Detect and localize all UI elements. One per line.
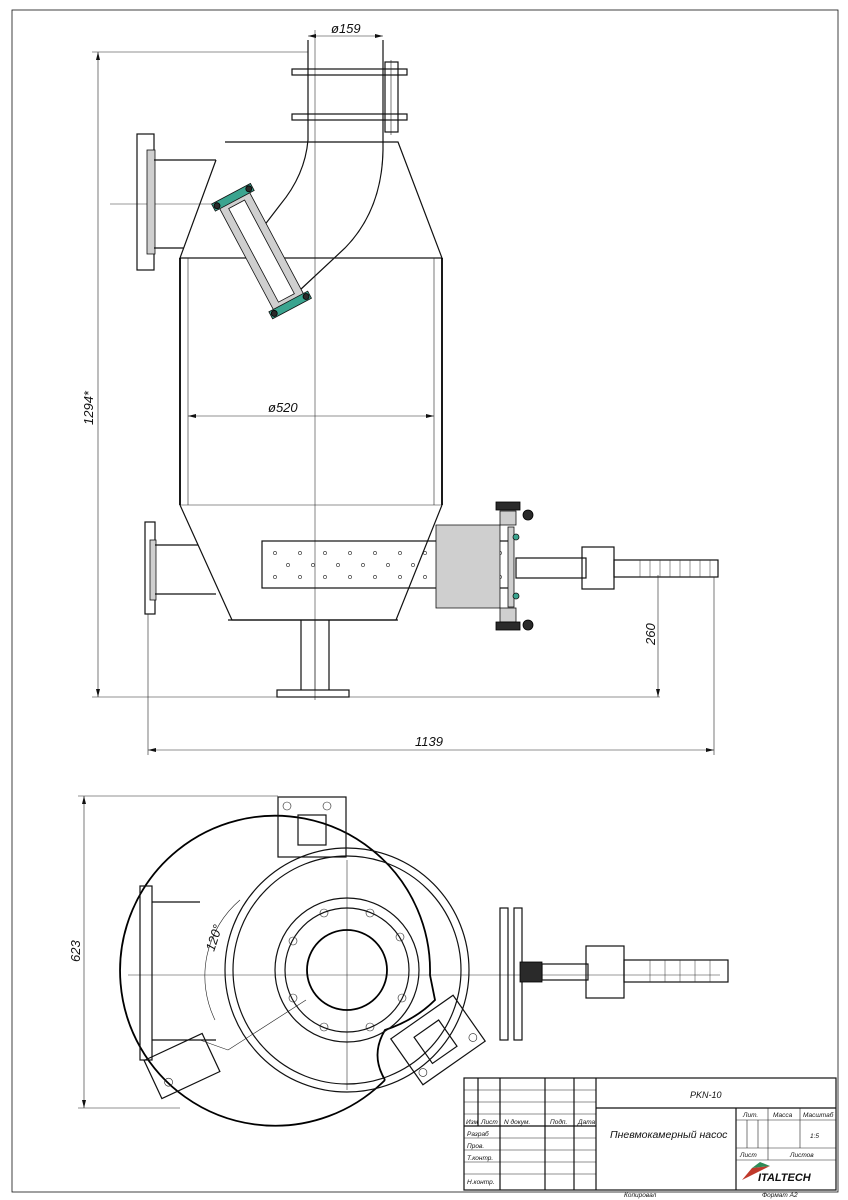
cell-scale-value: 1:5 [810,1133,819,1140]
cell-lit: Лит. [742,1112,758,1119]
cell-masshtab: Масштаб [803,1111,834,1119]
cell-list: Лист [739,1152,757,1159]
role-prov: Пров. [467,1143,484,1150]
sheet-border [11,9,839,1193]
role-t-kontr: Т.контр. [467,1155,493,1162]
doc-code: PKN-10 [690,1090,722,1100]
italtech-logo: ITALTECH [742,1162,812,1184]
cell-listov: Листов [789,1152,814,1159]
cell-massa: Масса [773,1112,793,1119]
dim-outlet-height: 260 [643,623,658,646]
footer-left: Копировал [624,1192,657,1199]
dim-overall-height: 1294* [81,390,96,425]
logo-text: ITALTECH [758,1172,812,1184]
role-n-kontr: Н.контр. [467,1179,495,1186]
bolt-circle [288,908,407,1032]
dim-angle: 120° [203,923,226,953]
product-name: Пневмокамерный насос [610,1129,728,1141]
elevation-view: ø159 ø520 1294* 260 1139 [81,21,719,755]
hdr-podp: Подп. [550,1118,567,1126]
dim-plan-depth: 623 [68,940,83,962]
footer-right: Формат A2 [762,1192,798,1199]
role-razrab: Разраб [467,1130,489,1138]
hdr-n-dokum: N докум. [504,1118,530,1126]
dim-vessel-dia: ø520 [268,400,298,415]
dim-overall-length: 1139 [415,734,443,749]
hdr-list: Лист [480,1119,498,1126]
hdr-izm: Изм [466,1119,479,1126]
hdr-data: Дата [577,1119,596,1126]
plan-view: 120° 623 [68,795,729,1127]
dim-top-pipe-dia: ø159 [331,21,361,36]
title-block: PKN-10 Пневмокамерный насос Изм Лист N д… [463,1077,837,1199]
